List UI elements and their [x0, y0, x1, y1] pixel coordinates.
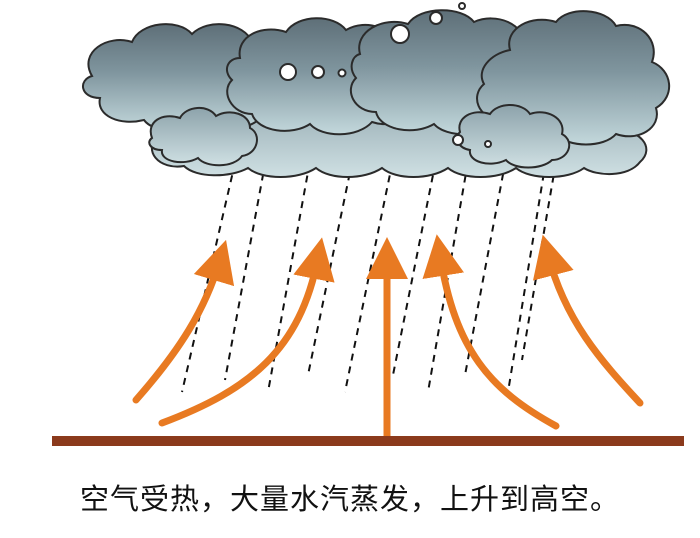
rain-streak-icon [392, 149, 439, 376]
rain-streak-icon [427, 149, 471, 393]
up-arrow-icon [132, 239, 235, 404]
caption-text: 空气受热，大量水汽蒸发，上升到高空。 [79, 482, 620, 516]
rain-streak-icon [507, 147, 549, 393]
rain-streak-icon [267, 149, 313, 393]
up-arrow-icon [533, 234, 644, 407]
rain-streak-icon [224, 147, 269, 381]
up-arrow-icon [158, 237, 335, 427]
rising-air-arrows [132, 234, 644, 442]
up-arrow-icon [422, 234, 560, 430]
cloud-icon [82, 9, 671, 178]
ground-line [52, 436, 684, 446]
rain-streak-icon [521, 149, 559, 361]
rain-streaks [181, 147, 559, 393]
rain-streak-icon [464, 147, 509, 376]
rain-streak-icon [181, 149, 239, 393]
bubble-decorations [279, 2, 492, 148]
